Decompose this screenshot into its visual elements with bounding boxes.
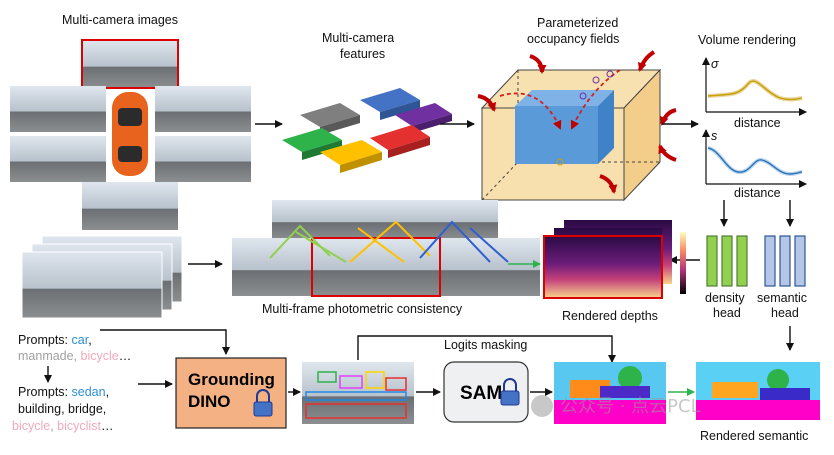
- density-head-label-line2: head: [713, 306, 741, 320]
- features-label-line1: Multi-camera: [322, 31, 394, 45]
- grounding-label-line1: Grounding: [188, 370, 275, 389]
- multi-camera-features: [282, 88, 452, 173]
- back-right-camera-image: [155, 136, 251, 182]
- rendered-semantic-label: Rendered semantic: [700, 429, 808, 443]
- ego-car-icon: [112, 92, 148, 176]
- occupancy-label-line2: occupancy fields: [527, 32, 619, 46]
- semantic-head-label-line1: semantic: [757, 291, 807, 305]
- rendered-depths-label: Rendered depths: [562, 309, 658, 323]
- lock-icon: [253, 389, 273, 417]
- semantic-plot: s distance: [702, 129, 807, 200]
- prompts-line-4: building, bridge,: [18, 402, 106, 416]
- photometric-label: Multi-frame photometric consistency: [262, 302, 463, 316]
- volume-rendering-label: Volume rendering: [698, 33, 796, 47]
- detection-image: [302, 362, 414, 424]
- front-left-camera-image: [10, 86, 106, 132]
- front-camera-image: [81, 39, 179, 89]
- rendered-depths: [543, 220, 686, 299]
- back-camera-image: [82, 182, 178, 230]
- prompts-line-3: Prompts: sedan,: [18, 385, 109, 399]
- multi-frame-stack: [21, 235, 183, 319]
- multi-camera-images-label: Multi-camera images: [62, 13, 178, 27]
- prompts-line-1: Prompts: car,: [18, 333, 92, 347]
- sam-segmentation: [554, 362, 666, 424]
- sam-box: SAM: [443, 361, 529, 423]
- watermark: 公众号 · 点云PCL: [531, 395, 701, 417]
- photometric-frames: [232, 200, 540, 297]
- semantic-head: [764, 235, 806, 287]
- prompts-line-2: manmade, bicycle…: [18, 349, 131, 363]
- grounding-dino-box: Grounding DINO: [175, 357, 287, 429]
- s-axis-label: s: [711, 129, 717, 143]
- watermark-text: 公众号 · 点云PCL: [560, 396, 701, 417]
- sam-lock-icon: [500, 378, 520, 406]
- distance-label-bottom: distance: [734, 186, 781, 200]
- logits-masking-label: Logits masking: [444, 338, 527, 352]
- sam-label: SAM: [460, 383, 502, 404]
- occupancy-cube: [477, 50, 677, 222]
- grounding-label-line2: DINO: [188, 392, 231, 411]
- occupancy-label-line1: Parameterized: [537, 16, 618, 30]
- density-plot: σ distance: [702, 57, 807, 130]
- depth-colorbar: [680, 232, 686, 294]
- density-head: [706, 235, 748, 287]
- front-right-camera-image: [155, 86, 251, 132]
- sigma-axis-label: σ: [711, 57, 719, 71]
- distance-label-top: distance: [734, 116, 781, 130]
- density-head-label-line1: density: [705, 291, 745, 305]
- features-label-line2: features: [340, 47, 385, 61]
- multi-camera-images: [10, 39, 251, 230]
- wechat-icon: [531, 395, 553, 417]
- back-left-camera-image: [10, 136, 106, 182]
- rendered-semantic-image: [696, 362, 820, 420]
- semantic-head-label-line2: head: [771, 306, 799, 320]
- prompts-line-5: bicycle, bicyclist…: [12, 419, 113, 433]
